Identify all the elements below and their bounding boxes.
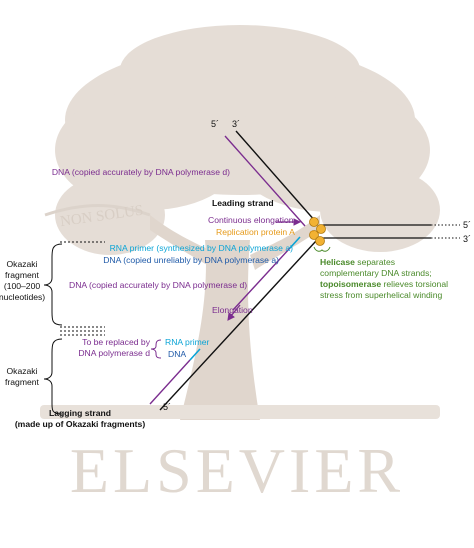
labels: 5´ 3´ 5´ 3´ 5´ DNA (copied accurately by… [0,119,471,429]
helicase-complex [309,217,326,246]
okazaki-1-line-4: nucleotides) [0,292,45,302]
okazaki-bracket-1 [43,241,105,328]
leading-strand-label: Leading strand [212,198,274,208]
five-prime-top: 5´ [211,119,219,129]
rna-primer-synth-label: RNA primer (synthesized by DNA polymeras… [110,243,294,253]
elongation-arrows [227,218,302,321]
elongation-arrowhead [227,312,235,321]
three-prime-right: 3´ [463,234,471,244]
helicase-line-2: complementary DNA strands; [320,268,432,278]
okazaki-fragment-1-dna [232,247,291,311]
dna-unreliable-label: DNA (copied unreliably by DNA polymerase… [103,255,279,265]
continuous-elongation-arrowhead [293,218,302,226]
helicase-line-1: Helicase separates [320,257,395,267]
helicase-bracket [313,246,331,252]
helicase-ball-3 [309,230,319,240]
okazaki-fragment-2-dna [149,359,191,405]
dna-label: DNA [168,349,186,359]
okazaki-fragment-1-primer [289,236,301,249]
okazaki-1-line-2: fragment [5,270,40,280]
helicase-ball-1 [309,217,319,227]
template-strand-top [235,130,317,223]
okazaki-fragment-2-primer [189,348,201,361]
elongation-arrow [230,304,241,317]
to-be-replaced-line-2: DNA polymerase d [78,348,150,358]
watermark-publisher: ELSEVIER [70,435,404,506]
replication-protein-label: Replication protein A [216,227,295,237]
lagging-strand-line-1: Lagging strand [49,408,111,418]
okazaki-2-line-2: fragment [5,377,40,387]
okazaki-1-line-3: (100–200 [4,281,41,291]
tree-ground [40,405,440,419]
tree-trunk [150,215,320,420]
leading-strand-new [224,135,306,227]
dna-leading-label: DNA (copied accurately by DNA polymerase… [52,167,230,177]
three-prime-top: 3´ [232,119,240,129]
dna-lagging-label: DNA (copied accurately by DNA polymerase… [69,280,247,290]
okazaki-1-line-1: Okazaki [6,259,37,269]
five-prime-right: 5´ [463,220,471,230]
helicase-line-4: stress from superhelical winding [320,290,442,300]
vine-banner [44,204,151,217]
lagging-template [159,240,317,411]
elongation-label: Elongation [212,305,253,315]
replication-fork [149,130,460,411]
okazaki-2-line-1: Okazaki [6,366,37,376]
continuous-elongation-label: Continuous elongation [208,215,294,225]
helicase-ball-2 [316,224,326,234]
five-prime-bottom: 5´ [163,402,171,412]
helicase-line-3: topoisomerase relieves torsional [320,279,448,289]
okazaki-bracket-2 [43,330,105,415]
replace-bracket [150,339,162,359]
lagging-strand-line-2: (made up of Okazaki fragments) [15,419,146,429]
to-be-replaced-line-1: To be replaced by [82,337,151,347]
helicase-ball-4 [315,236,325,246]
protein-a-leader [309,230,315,233]
rna-primer-label: RNA primer [165,337,210,347]
